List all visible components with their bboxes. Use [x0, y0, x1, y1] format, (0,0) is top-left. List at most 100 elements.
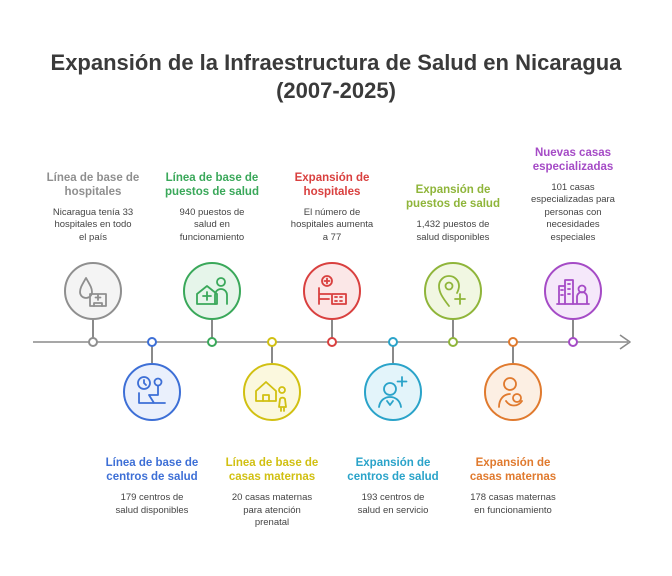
milestone-description-line: 193 centros de — [361, 492, 425, 503]
milestone-icon-circle — [303, 262, 361, 320]
milestone-heading-line: puestos de salud — [406, 198, 500, 210]
milestone-connector — [151, 342, 153, 363]
timeline-dot — [327, 337, 337, 347]
milestone-heading-line: especializadas — [532, 160, 614, 173]
milestone-description-line: salud disponibles — [416, 231, 490, 243]
milestone-heading: Expansión de centros de salud — [323, 456, 463, 484]
milestone-connector — [392, 342, 394, 363]
milestone-heading: Expansión de casas maternas — [443, 456, 583, 484]
milestone-icon-circle — [364, 363, 422, 421]
milestone-description-line: 101 casas — [551, 181, 595, 193]
milestone-heading-line: casas maternas — [469, 471, 557, 483]
milestone-heading: Línea de base de centros de salud — [82, 456, 222, 484]
timeline-dot — [568, 337, 578, 347]
milestone-description-line: salud en servicio — [357, 504, 429, 516]
milestone-heading-line: Expansión de — [294, 171, 370, 184]
title-line-1: Expansión de la Infraestructura de Salud… — [50, 50, 622, 75]
timeline-dot — [88, 337, 98, 347]
milestone-description-line: el país — [79, 231, 107, 243]
milestone-description-line: especializadas para — [531, 194, 615, 205]
timeline-dot — [448, 337, 458, 347]
milestone-description-line: hospitales en todo — [54, 219, 132, 230]
mother-baby-icon — [498, 377, 523, 408]
milestone-icon-circle — [183, 262, 241, 320]
milestone-icon-circle — [484, 363, 542, 421]
milestone-heading-line: Expansión de — [415, 184, 491, 196]
location-cross-icon — [438, 275, 466, 307]
milestone-description-line: Nicaragua tenía 33 — [52, 206, 134, 218]
milestone-description-line: para atención — [243, 504, 301, 516]
milestone-icon-circle — [243, 363, 301, 421]
milestone-description-line: funcionamiento — [179, 231, 245, 243]
milestone-description-line: hospitales aumenta — [290, 219, 374, 230]
special-house-icon — [556, 279, 590, 305]
milestone-heading-line: centros de salud — [106, 471, 198, 483]
milestone-description-line: salud en — [194, 219, 230, 230]
doctor-cross-icon — [378, 376, 408, 408]
milestone-description-line: salud disponibles — [115, 504, 189, 516]
milestone-description-line: 1,432 puestos de — [416, 219, 490, 230]
milestone-description-line: El número de — [303, 206, 361, 218]
timeline-dot — [508, 337, 518, 347]
milestone-heading-line: Línea de base de — [225, 457, 319, 469]
milestone-description-line: 179 centros de — [120, 492, 184, 503]
milestone-heading-line: centros de salud — [347, 471, 439, 483]
milestone-connector — [452, 320, 454, 342]
milestone-connector — [572, 320, 574, 342]
milestone-description-line: 178 casas maternas — [470, 492, 556, 503]
patient-clock-icon — [137, 376, 166, 404]
health-post-icon — [196, 277, 228, 305]
milestone-description-line: necesidades — [546, 219, 600, 230]
timeline-dot — [388, 337, 398, 347]
timeline-dot — [147, 337, 157, 347]
timeline-dot — [267, 337, 277, 347]
milestone-heading: Expansión de puestos de salud — [383, 183, 523, 211]
milestone-heading-line: puestos de salud — [165, 185, 259, 198]
milestone-icon-circle — [123, 363, 181, 421]
milestone-icon-circle — [544, 262, 602, 320]
milestone-description-line: especiales — [550, 231, 596, 243]
hospital-expansion-icon — [318, 275, 347, 305]
timeline-dot — [207, 337, 217, 347]
milestone-heading-line: Expansión de — [475, 457, 551, 469]
milestone-icon-circle — [424, 262, 482, 320]
milestone-heading: Línea de base de casas maternas — [202, 456, 342, 484]
title-line-2: (2007-2025) — [276, 78, 396, 103]
milestone-heading-line: Expansión de — [355, 457, 431, 469]
milestone-heading-line: Nuevas casas — [534, 146, 612, 159]
milestone-connector — [331, 320, 333, 342]
milestone-connector — [211, 320, 213, 342]
milestone-heading-line: hospitales — [64, 185, 122, 198]
milestone-connector — [271, 342, 273, 363]
hospital-icon — [79, 277, 107, 307]
milestone-heading-line: Línea de base de — [165, 171, 259, 184]
milestone-heading-line: casas maternas — [228, 471, 316, 483]
milestone-heading-line: Línea de base de — [46, 171, 140, 184]
milestone-description-line: personas con — [544, 206, 602, 218]
milestone-description-line: 940 puestos de — [179, 206, 245, 218]
milestone-description-line: a 77 — [322, 231, 342, 243]
milestone-heading-line: Línea de base de — [105, 457, 199, 469]
milestone-heading-line: hospitales — [303, 185, 361, 198]
milestone-description-line: en funcionamiento — [474, 504, 552, 516]
milestone-description-line: prenatal — [254, 517, 290, 528]
milestone-connector — [512, 342, 514, 363]
milestone-connector — [92, 320, 94, 342]
milestone-icon-circle — [64, 262, 122, 320]
milestone-description-line: 20 casas maternas — [231, 492, 313, 503]
page-title: Expansión de la Infraestructura de Salud… — [0, 49, 672, 105]
maternal-house-icon — [255, 381, 287, 412]
